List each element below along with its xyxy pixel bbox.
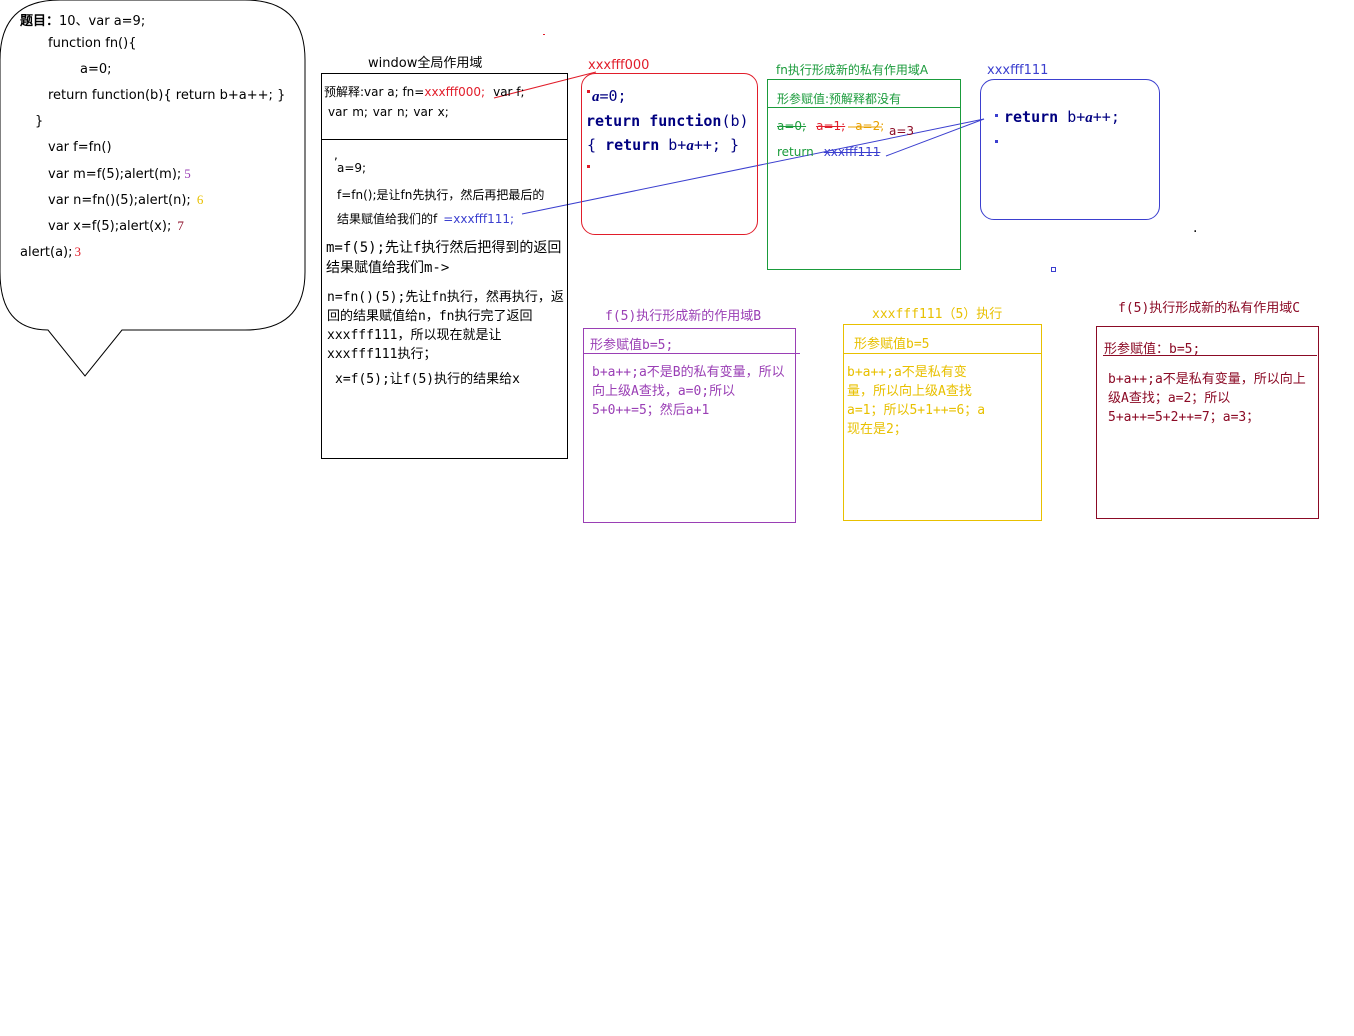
question-line-9: var x=f(5);alert(x); 7 (48, 218, 184, 234)
code-text: var m=f(5);alert(m); (48, 167, 182, 182)
scope-fn111-title: xxxfff111（5）执行 (872, 307, 1003, 322)
f-address: =xxxfff111; (443, 212, 515, 226)
answer-m: 5 (184, 166, 191, 181)
code-rest: ++; } (693, 136, 739, 154)
window-dot: , (334, 148, 338, 162)
answer-n: 6 (196, 192, 204, 207)
question-line-10: alert(a);3 (20, 244, 81, 260)
heap-fn-box (581, 73, 758, 235)
window-n-text: n=fn()(5);先让fn执行，然再执行，返回的结果赋值给n，fn执行完了返回… (327, 290, 564, 362)
scope-b-header: 形参赋值b=5; (590, 338, 674, 353)
question-title: 题目： (20, 14, 60, 29)
window-f-line-1: f=fn();是让fn先执行，然后再把最后的 (337, 188, 545, 202)
window-scope-title: window全局作用域 (368, 56, 483, 71)
question-line-7: var m=f(5);alert(m);5 (48, 166, 191, 182)
bullet-marker (995, 140, 998, 143)
stray-dot: . (1193, 220, 1198, 236)
scope-b-box (583, 328, 800, 523)
connector-fn-to-heap (493, 71, 597, 99)
heap-fn2-address: xxxfff111 (987, 63, 1049, 78)
window-preinterp-line: 预解释:var a; fn=xxxfff000; var f; (324, 83, 525, 100)
operand-b: b+ (668, 136, 687, 154)
scope-c-title: f(5)执行形成新的私有作用域C (1118, 301, 1301, 316)
operand-b: b+ (1067, 108, 1086, 126)
question-line-8: var n=fn()(5);alert(n); 6 (48, 192, 203, 208)
scope-fn111-body: b+a++;a不是私有变量，所以向上级A查找a=1；所以5+1++=6；a现在是… (847, 365, 986, 437)
scope-b-title: f(5)执行形成新的作用域B (605, 309, 762, 324)
scope-a-box (767, 79, 961, 270)
window-f-line-2: 结果赋值给我们的f =xxxfff111; (337, 210, 514, 227)
scope-b-divider (584, 353, 800, 354)
question-text: 10、var a=9; (59, 14, 146, 29)
var-a: a (686, 138, 694, 154)
bullet-marker (995, 114, 998, 117)
return-address: xxxfff111 (823, 145, 881, 159)
scope-fn111-header: 形参赋值b=5 (854, 337, 930, 352)
a3-value: a=3 (889, 124, 915, 138)
heap-fn2-code: return b+a++; (1004, 108, 1120, 127)
window-scope-divider (322, 139, 567, 140)
keyword-return: return (1004, 108, 1059, 126)
answer-x: 7 (177, 218, 184, 233)
code-text: var x=f(5);alert(x); (48, 219, 172, 234)
heap-fn2-box (980, 79, 1160, 220)
speech-bubble-outline (0, 0, 306, 377)
question-line-1: 题目：10、var a=9; (20, 10, 145, 29)
scope-fn111-box (843, 324, 1042, 521)
a2-value: a=2; (855, 119, 885, 133)
bullet-marker (587, 165, 590, 168)
heap-fn-line-3: { return b+a++; } (587, 136, 739, 155)
assign-text: =0; (599, 87, 627, 105)
fn-address: xxxfff000; (424, 85, 486, 99)
heap-fn-line-1: a=0; (592, 87, 627, 106)
window-a9: a=9; (337, 161, 367, 175)
question-line-5: } (35, 114, 44, 129)
param-text: (b) (721, 112, 749, 130)
question-line-3: a=0; (80, 62, 112, 77)
code-text: alert(a); (20, 245, 73, 260)
question-line-4: return function(b){ return b+a++; } (48, 88, 286, 103)
var-a: a (592, 89, 600, 105)
a1-value: a=1; (816, 119, 846, 133)
question-line-2: function fn(){ (48, 36, 137, 51)
var-a: a (1085, 110, 1093, 126)
window-scope-box (321, 73, 568, 459)
var-f: var f; (493, 85, 525, 99)
scope-a-values: a=0; a=1; a=2; (777, 119, 884, 133)
return-label: return (777, 145, 814, 159)
scope-a-title: fn执行形成新的私有作用域A (776, 63, 929, 77)
keyword-return-function: return function (586, 112, 722, 130)
stray-square (1051, 267, 1056, 272)
window-x-text: x=f(5);让f(5)执行的结果给x (335, 372, 520, 387)
scope-a-header: 形参赋值:预解释都没有 (777, 92, 902, 106)
scope-a-divider (768, 107, 960, 108)
scope-c-body: b+a++;a不是私有变量，所以向上级A查找；a=2；所以5+a++=5+2++… (1108, 372, 1306, 425)
scope-c-header: 形参赋值：b=5; (1104, 342, 1201, 357)
code-text: var n=fn()(5);alert(n); (48, 193, 191, 208)
window-vars-line: var m; var n; var x; (328, 105, 449, 119)
answer-a: 3 (74, 244, 82, 259)
scope-c-divider (1103, 355, 1317, 356)
brace-open: { (587, 136, 597, 154)
connector-return-to-fn2 (885, 118, 985, 157)
f-line-text: 结果赋值给我们的f (337, 212, 438, 226)
window-m-text: m=f(5);先让f执行然后把得到的返回结果赋值给我们m-> (326, 240, 562, 276)
scope-fn111-divider (844, 353, 1041, 354)
scope-a-return: return xxxfff111 (777, 145, 880, 159)
scope-c-box (1096, 326, 1319, 519)
keyword-return: return (605, 136, 660, 154)
a0-value: a=0; (777, 119, 807, 133)
bullet-marker (587, 90, 590, 93)
scope-b-body: b+a++;a不是B的私有变量，所以向上级A查找，a=0;所以5+0++=5；然… (592, 365, 785, 418)
code-rest: ++; (1092, 108, 1120, 126)
connector-f-to-fn2 (521, 118, 985, 215)
preinterp-label: 预解释:var a; fn= (324, 85, 425, 99)
heap-fn-line-2: return function(b) (586, 112, 749, 130)
heap-fn-address: xxxfff000 (588, 58, 650, 73)
stray-mark (543, 34, 545, 35)
question-line-6: var f=fn() (48, 140, 112, 155)
